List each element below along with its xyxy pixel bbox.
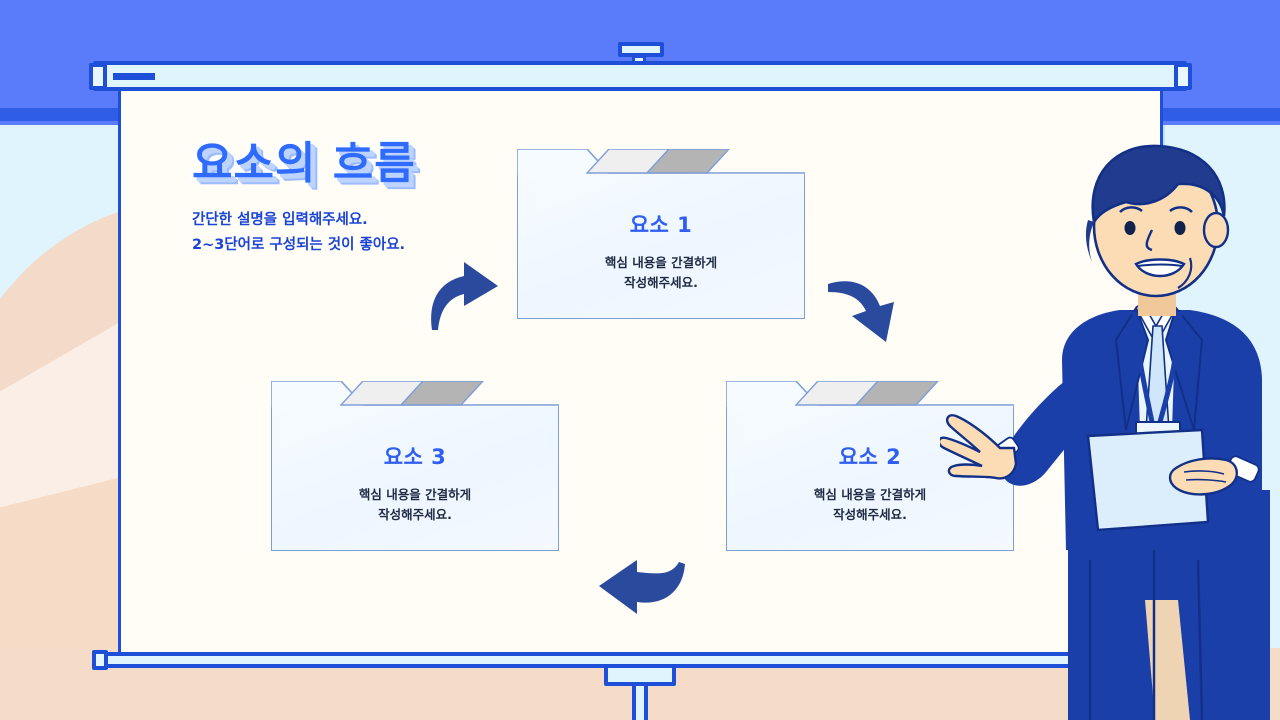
title-block: 요소의 흐름 간단한 설명을 입력해주세요. 2~3단어로 구성되는 것이 좋아… [189,137,512,259]
card-2-desc-line-1: 핵심 내용을 간결하게 [813,487,927,502]
card-3-tab [270,380,560,409]
businessman-figure [937,144,1270,720]
card-1-desc-line-2: 작성해주세요. [624,275,698,290]
card-3-desc-line-2: 작성해주세요. [378,507,452,522]
card-1-description: 핵심 내용을 간결하게 작성해주세요. [518,253,804,293]
card-3-title: 요소 3 [383,445,447,469]
eyebrow-left [1119,206,1143,213]
nose [1145,229,1154,252]
lanyard-strap-right [1157,311,1183,423]
lanyard-strap-left [1131,311,1155,423]
screen-top-roller-bar [93,61,1187,91]
card-1-tab [516,148,806,177]
eye-left [1124,221,1136,235]
card-2-desc-line-2: 작성해주세요. [833,507,907,522]
cheek-line [1177,257,1193,289]
screen-roller-cap-right [1174,63,1192,90]
card-1-title: 요소 1 [629,213,693,237]
paper-sheet [1086,428,1210,532]
hand-holding-paper [1168,457,1238,496]
leg-gap [1145,600,1190,720]
screen-roller-cap-left [89,63,107,90]
mouth-smile [1134,258,1186,278]
card-3-desc-line-1: 핵심 내용을 간결하게 [358,487,472,502]
ear [1202,211,1230,249]
folder-tab-icon [725,380,1015,409]
screen-top-bar-marker [113,73,155,80]
card-3-body: 요소 3 핵심 내용을 간결하게 작성해주세요. [271,407,559,551]
screen-pull-handle[interactable] [604,664,676,686]
curved-arrow-right-down-icon [828,281,894,342]
card-2-title: 요소 2 [838,445,902,469]
curved-arrow-up-right-icon [431,262,498,330]
card-3-description: 핵심 내용을 간결하게 작성해주세요. [272,485,558,525]
eyebrow-right [1169,206,1193,213]
screen-mount-plate [618,42,664,57]
element-card-3[interactable]: 요소 3 핵심 내용을 간결하게 작성해주세요. [270,380,560,551]
element-card-1[interactable]: 요소 1 핵심 내용을 간결하게 작성해주세요. [516,148,806,319]
flow-arrow-3 [595,556,687,621]
card-2-tab [725,380,1015,409]
eye-right [1174,221,1186,235]
flow-arrow-2 [826,272,902,349]
presenter-illustration [937,130,1280,720]
subtitle-line-1: 간단한 설명을 입력해주세요. [192,211,368,228]
page-subtitle: 간단한 설명을 입력해주세요. 2~3단어로 구성되는 것이 좋아요. [192,208,512,259]
open-hand-gesture [937,414,1018,480]
card-1-body: 요소 1 핵심 내용을 간결하게 작성해주세요. [517,175,805,319]
screen-bottom-cap-left [92,650,108,670]
flow-arrow-1 [424,256,504,337]
card-1-desc-line-1: 핵심 내용을 간결하게 [604,255,718,270]
hair-sideburn [1085,220,1094,262]
card-2-description: 핵심 내용을 간결하게 작성해주세요. [727,485,1013,525]
screen-pull-stem [632,684,648,720]
hair [1091,144,1226,226]
folder-tab-icon [270,380,560,409]
curved-arrow-left-icon [599,560,685,614]
folder-tab-icon [516,148,806,177]
lapel-left [1114,305,1150,431]
page-title: 요소의 흐름 [189,137,419,191]
subtitle-line-2: 2~3단어로 구성되는 것이 좋아요. [192,236,406,253]
